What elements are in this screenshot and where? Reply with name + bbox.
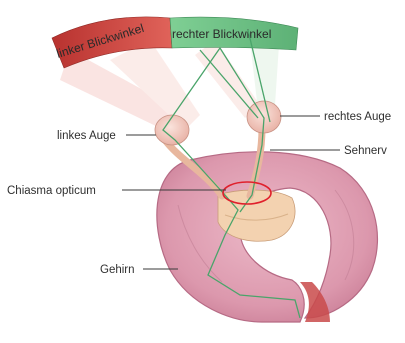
- label-right-eye: rechtes Auge: [324, 111, 391, 123]
- label-brain: Gehirn: [100, 264, 135, 276]
- right-field-label: rechter Blickwinkel: [172, 27, 271, 41]
- label-chiasm: Chiasma opticum: [7, 185, 96, 197]
- label-left-eye: linkes Auge: [57, 130, 116, 142]
- label-optic-nerve: Sehnerv: [344, 145, 387, 157]
- optic-chiasm-structure: [218, 190, 295, 241]
